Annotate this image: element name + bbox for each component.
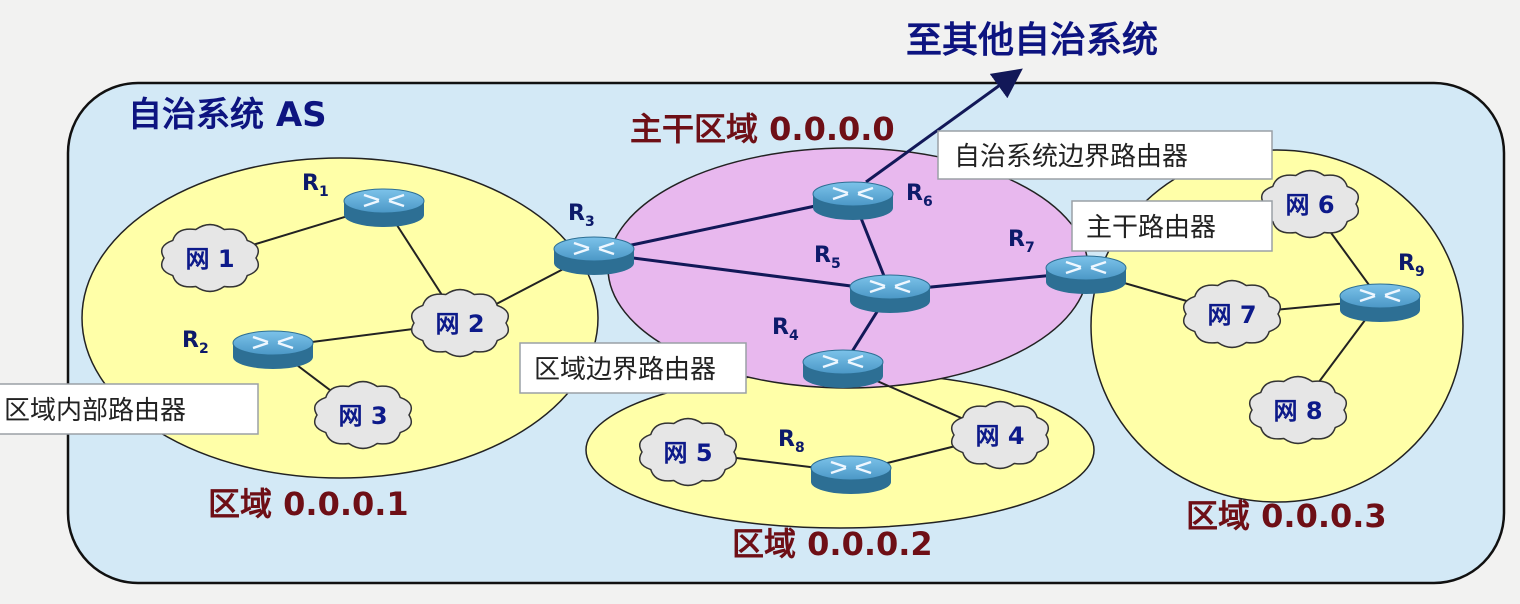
network-cloud-n5: 网 5 — [639, 417, 737, 487]
router-r1: R1 — [302, 171, 425, 227]
external-link-arrow — [865, 68, 1023, 184]
network-label: 网 5 — [663, 439, 712, 467]
router-label: R9 — [1398, 251, 1425, 280]
callout-area-border-router: 区域边界路由器 — [519, 342, 747, 394]
network-label: 网 3 — [338, 402, 387, 430]
area-label-0.0.0.3: 区域 0.0.0.3 — [1186, 497, 1387, 535]
router-r8: R8 — [778, 427, 892, 494]
router-label: R3 — [568, 201, 595, 230]
area-label-0.0.0.2: 区域 0.0.0.2 — [732, 525, 933, 563]
network-cloud-n3: 网 3 — [314, 380, 412, 450]
as-title: 自治系统 AS — [128, 95, 327, 135]
svg-text:主干路由器: 主干路由器 — [1086, 213, 1216, 243]
callout-as-border-router: 自治系统边界路由器 — [937, 130, 1273, 180]
cloud-icon — [161, 223, 259, 293]
link-R3-R5 — [593, 251, 891, 293]
cloud-icon — [639, 417, 737, 487]
cloud-icon — [1249, 375, 1347, 445]
router-arrows-icon — [573, 241, 615, 256]
network-label: 网 2 — [435, 310, 484, 338]
svg-text:区域边界路由器: 区域边界路由器 — [534, 355, 716, 385]
router-arrows-icon — [822, 354, 864, 369]
router-arrows-icon — [830, 460, 872, 475]
external-as-label: 至其他自治系统 — [906, 20, 1158, 61]
network-cloud-n6: 网 6 — [1261, 169, 1359, 239]
router-arrows-icon — [1065, 260, 1107, 275]
area-label-backbone: 主干区域 0.0.0.0 — [630, 110, 895, 148]
router-r4: R4 — [772, 315, 884, 388]
cloud-icon — [411, 288, 509, 358]
cloud-icon — [1183, 279, 1281, 349]
cloud-icon — [314, 380, 412, 450]
router-arrows-icon — [832, 186, 874, 201]
router-arrows-icon — [363, 193, 405, 208]
router-label: R7 — [1008, 227, 1035, 256]
network-label: 网 6 — [1285, 191, 1334, 219]
area-label-0.0.0.1: 区域 0.0.0.1 — [208, 485, 409, 523]
router-label: R2 — [182, 328, 209, 357]
network-cloud-n1: 网 1 — [161, 223, 259, 293]
callout-backbone-router: 主干路由器 — [1071, 200, 1273, 252]
network-cloud-n2: 网 2 — [411, 288, 509, 358]
svg-text:区域内部路由器: 区域内部路由器 — [4, 396, 186, 426]
router-r7: R7 — [1008, 227, 1127, 294]
link-R3-R6 — [593, 196, 854, 255]
network-label: 网 8 — [1273, 397, 1322, 425]
router-r9: R9 — [1339, 251, 1425, 322]
router-label: R4 — [772, 315, 799, 344]
router-r6: R6 — [812, 181, 933, 220]
router-r3: R3 — [553, 201, 635, 275]
network-label: 网 7 — [1207, 301, 1256, 329]
router-r2: R2 — [182, 328, 314, 369]
router-label: R5 — [814, 243, 841, 272]
cloud-icon — [951, 400, 1049, 470]
router-label: R8 — [778, 427, 805, 456]
callout-internal-router: 区域内部路由器 — [0, 383, 259, 435]
network-label: 网 1 — [185, 245, 234, 273]
svg-text:自治系统边界路由器: 自治系统边界路由器 — [954, 142, 1188, 172]
network-cloud-n4: 网 4 — [951, 400, 1049, 470]
router-label: R1 — [302, 171, 329, 200]
router-arrows-icon — [1359, 288, 1401, 303]
router-arrows-icon — [869, 279, 911, 294]
router-label: R6 — [906, 181, 933, 210]
router-arrows-icon — [252, 335, 294, 350]
router-r5: R5 — [814, 243, 931, 313]
network-label: 网 4 — [975, 422, 1024, 450]
network-cloud-n7: 网 7 — [1183, 279, 1281, 349]
network-cloud-n8: 网 8 — [1249, 375, 1347, 445]
